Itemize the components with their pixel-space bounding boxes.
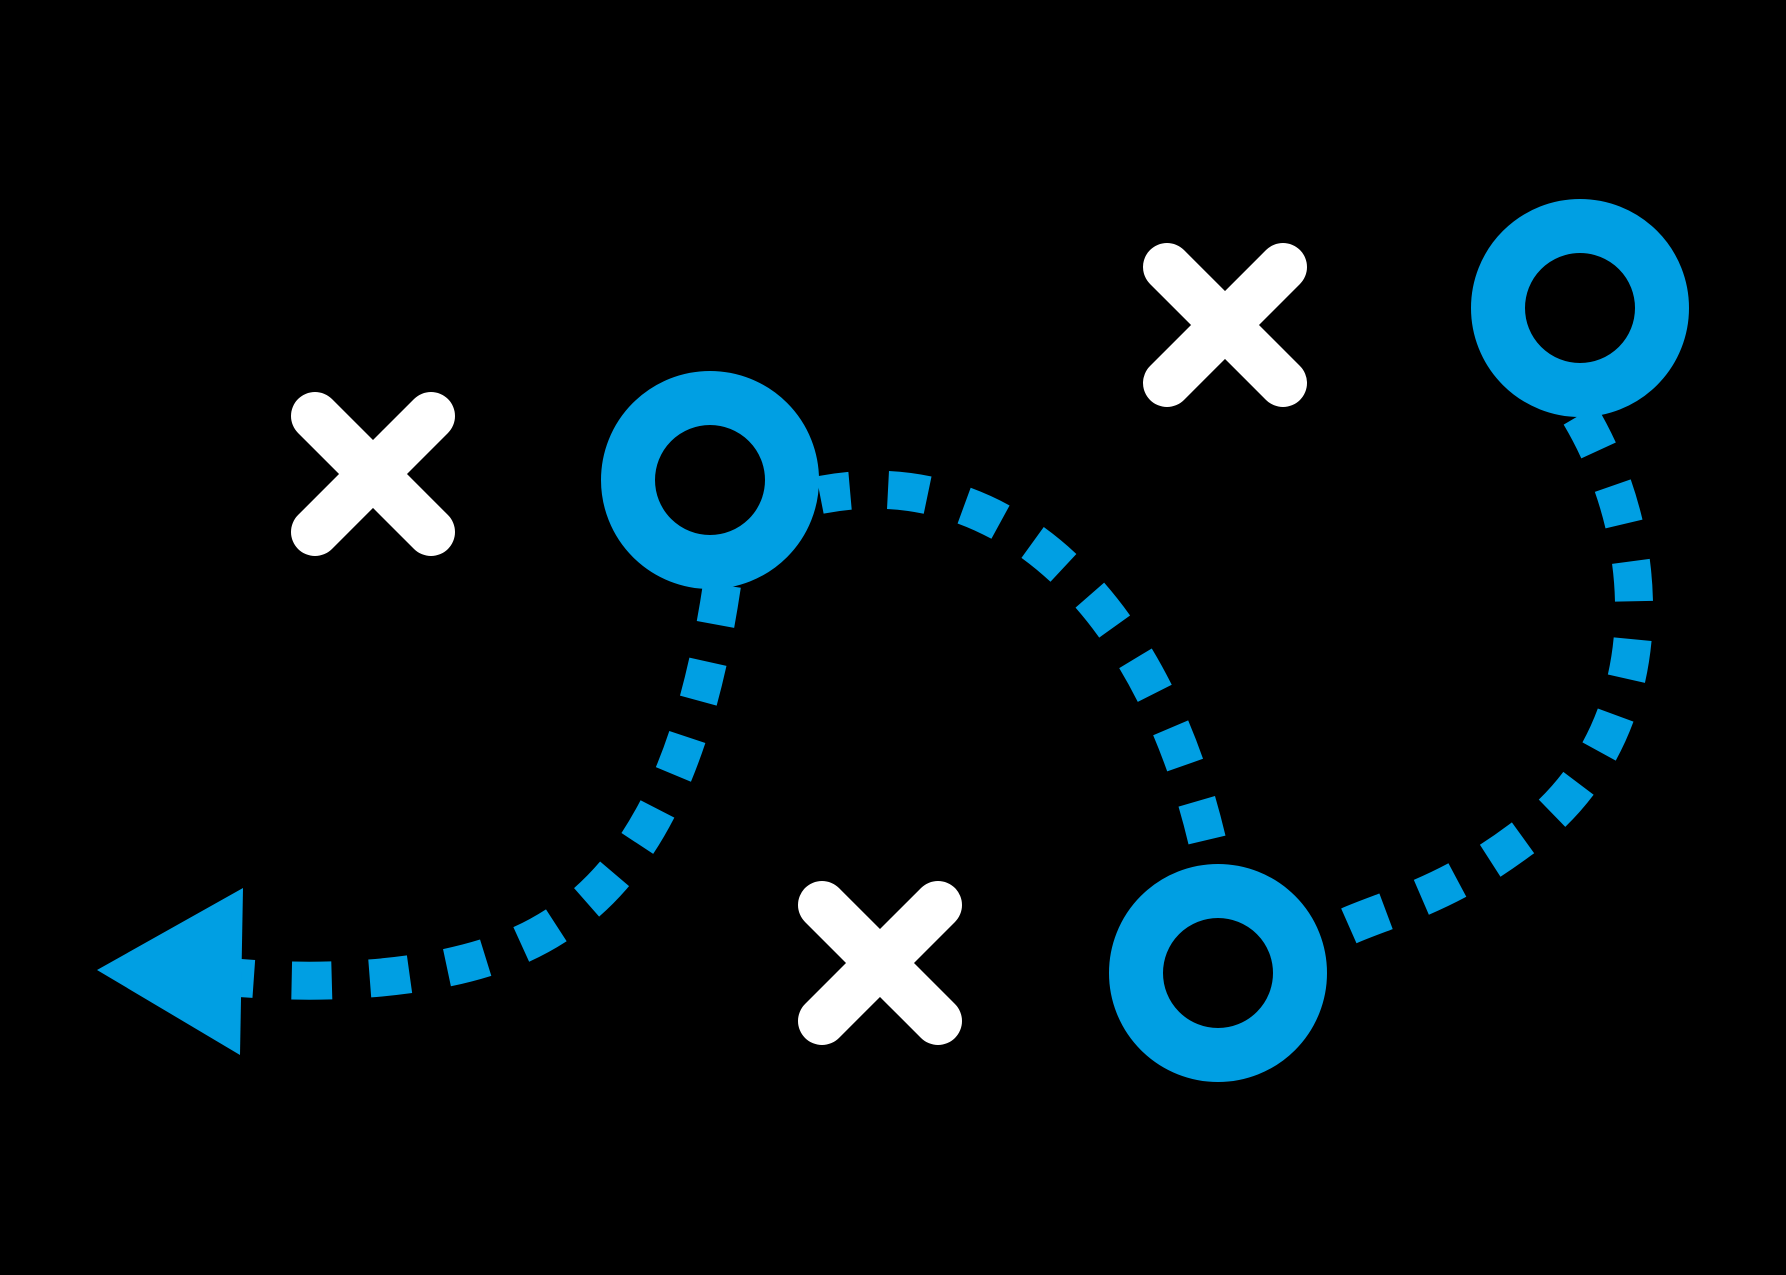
o-markers	[601, 199, 1689, 1082]
routes	[238, 405, 1654, 1000]
route-center-to-arrow	[238, 582, 741, 1000]
route-right-to-bottom	[1331, 405, 1654, 948]
x-mark-icon	[1143, 243, 1307, 407]
route-bottom-to-center	[816, 470, 1226, 845]
x-mark-icon	[291, 392, 455, 556]
x-mark-icon	[798, 881, 962, 1045]
arrowhead-icon	[97, 888, 243, 1055]
x-markers	[291, 243, 1307, 1045]
o-circle-icon	[1109, 864, 1327, 1082]
o-circle-icon	[1471, 199, 1689, 417]
o-circle-icon	[601, 371, 819, 589]
